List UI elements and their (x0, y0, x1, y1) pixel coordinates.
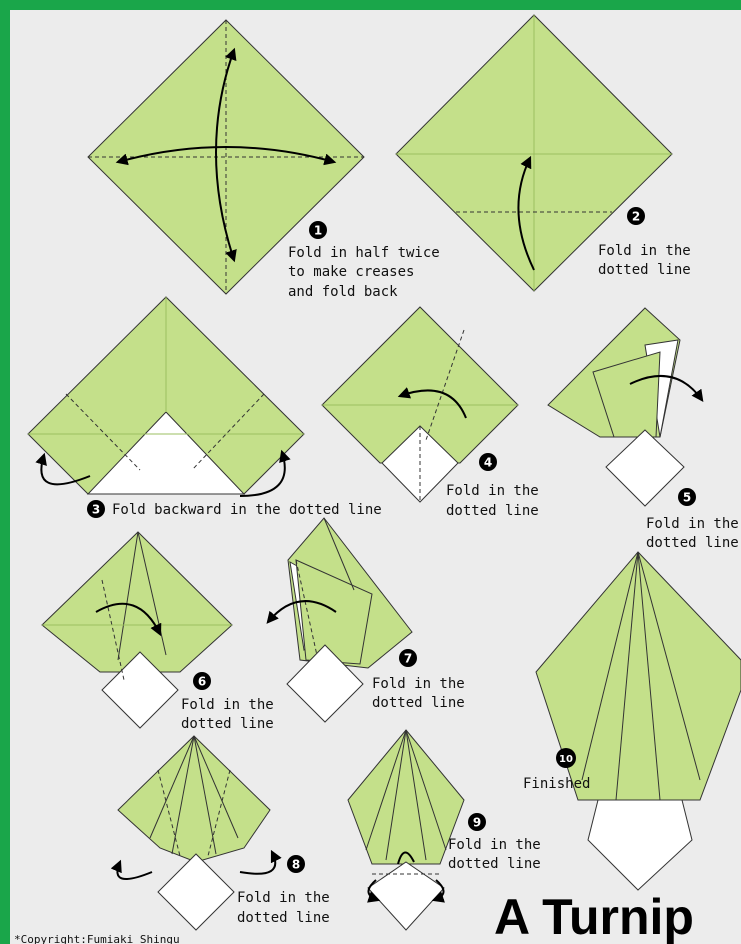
step-2-number: 2 (632, 210, 640, 224)
step-9-label: 9 Fold in the dotted line (448, 813, 541, 872)
step-9-text-line-2: dotted line (448, 856, 541, 872)
step-9-text-line-1: Fold in the (448, 837, 541, 853)
step-4-text-line-1: Fold in the (446, 483, 539, 499)
step-5-label: 5 Fold in the dotted line (646, 488, 739, 551)
step-8-text-line-2: dotted line (237, 910, 330, 926)
step-7-number: 7 (404, 652, 412, 666)
step-6-text-line-2: dotted line (181, 716, 274, 732)
step-4-number: 4 (484, 456, 492, 470)
step-6-label: 6 Fold in the dotted line (181, 672, 274, 732)
step-10-diagram (536, 552, 741, 890)
step-2-label: 2 Fold in the dotted line (598, 207, 691, 278)
step-8-label: 8 Fold in the dotted line (237, 855, 330, 926)
step-4-text-line-2: dotted line (446, 503, 539, 519)
step-3-text-line-1: Fold backward in the dotted line (112, 502, 382, 518)
step-7-text-line-2: dotted line (372, 695, 465, 711)
step-8-number: 8 (292, 858, 300, 872)
step-4-diagram (322, 307, 518, 502)
step-1-text-line-3: and fold back (288, 284, 398, 300)
step-5-text-line-2: dotted line (646, 535, 739, 551)
step-7-text-line-1: Fold in the (372, 676, 465, 692)
step-1-number: 1 (314, 224, 322, 238)
step-3-number: 3 (92, 503, 100, 517)
step-10-text-line-1: Finished (523, 776, 590, 792)
diagram-title: A Turnip (494, 889, 694, 944)
step-3-diagram (28, 297, 304, 496)
step-1-label: 1 Fold in half twice to make creases and… (288, 221, 440, 300)
step-5-text-line-1: Fold in the (646, 516, 739, 532)
step-10-number: 10 (559, 754, 573, 765)
step-2-text-line-1: Fold in the (598, 243, 691, 259)
step-5-number: 5 (683, 491, 691, 505)
step-9-number: 9 (473, 816, 481, 830)
step-9-diagram (348, 730, 464, 930)
step-5-diagram (548, 308, 702, 506)
step-1-text-line-1: Fold in half twice (288, 245, 440, 261)
step-1-text-line-2: to make creases (288, 264, 414, 280)
step-6-text-line-1: Fold in the (181, 697, 274, 713)
origami-instructions: 1 Fold in half twice to make creases and… (10, 10, 741, 944)
step-2-text-line-2: dotted line (598, 262, 691, 278)
step-7-label: 7 Fold in the dotted line (372, 649, 465, 711)
step-8-text-line-1: Fold in the (237, 890, 330, 906)
copyright-notice: *Copyright:Fumiaki Shingu (14, 933, 180, 944)
diagram-frame: 1 Fold in half twice to make creases and… (10, 10, 741, 944)
step-6-number: 6 (198, 675, 206, 689)
step-3-label: 3 Fold backward in the dotted line (87, 500, 382, 518)
